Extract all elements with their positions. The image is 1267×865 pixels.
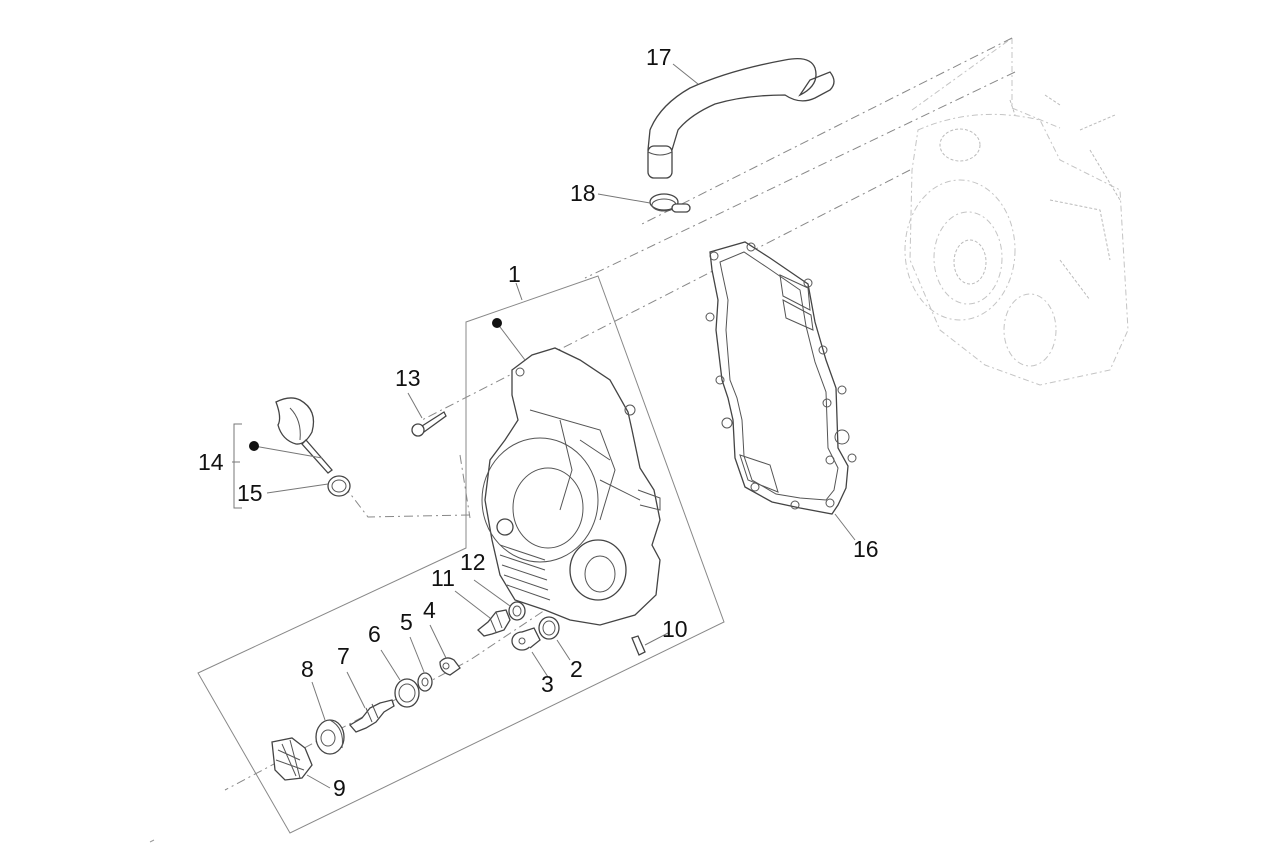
part-16-cover-gasket xyxy=(705,241,857,515)
ghost-engine-block xyxy=(904,37,1129,386)
label-3[interactable]: 3 xyxy=(541,671,554,697)
part-14-oil-dipstick xyxy=(275,397,333,474)
label-15[interactable]: 15 xyxy=(237,480,263,506)
part-15-dipstick-o-ring xyxy=(327,475,351,497)
label-11[interactable]: 11 xyxy=(431,565,455,591)
part-11-temperature-sensor xyxy=(477,609,511,637)
part-9-impeller xyxy=(271,737,313,781)
label-10[interactable]: 10 xyxy=(662,616,688,642)
label-17[interactable]: 17 xyxy=(646,44,672,70)
stray-mark xyxy=(149,839,155,843)
label-5[interactable]: 5 xyxy=(400,609,413,635)
assembly-box-1 xyxy=(197,275,725,834)
label-4[interactable]: 4 xyxy=(423,597,436,623)
part-12-sealing-washer xyxy=(508,601,526,621)
label-16[interactable]: 16 xyxy=(853,536,879,562)
part-17-breather-hose xyxy=(647,57,835,179)
label-7[interactable]: 7 xyxy=(337,643,350,669)
part-5-washer xyxy=(417,672,433,692)
part-13-bolt xyxy=(411,411,447,437)
marker-dot-14 xyxy=(249,441,259,451)
marker-dot-1 xyxy=(492,318,502,328)
label-6[interactable]: 6 xyxy=(368,621,381,647)
part-labels: 1 2 3 4 5 6 7 8 9 10 11 12 13 14 15 16 1… xyxy=(198,44,879,801)
label-1[interactable]: 1 xyxy=(508,261,521,287)
label-9[interactable]: 9 xyxy=(333,775,346,801)
assembly-axes xyxy=(224,37,1016,791)
part-6-seal-ring xyxy=(394,678,420,708)
part-1-side-cover xyxy=(481,347,661,626)
part-18-hose-clamp xyxy=(649,193,691,213)
part-8-bearing-seal xyxy=(315,719,345,755)
part-7-pump-shaft xyxy=(348,699,395,733)
label-14[interactable]: 14 xyxy=(198,449,224,475)
part-10-dowel-pin xyxy=(631,635,646,656)
part-3-plug xyxy=(511,627,541,651)
label-12[interactable]: 12 xyxy=(460,549,486,575)
part-4-retainer-washer xyxy=(439,657,461,676)
leader-lines xyxy=(232,63,856,789)
label-18[interactable]: 18 xyxy=(570,180,596,206)
label-13[interactable]: 13 xyxy=(395,365,421,391)
label-8[interactable]: 8 xyxy=(301,656,314,682)
label-2[interactable]: 2 xyxy=(570,656,583,682)
part-2-o-ring xyxy=(538,616,560,640)
